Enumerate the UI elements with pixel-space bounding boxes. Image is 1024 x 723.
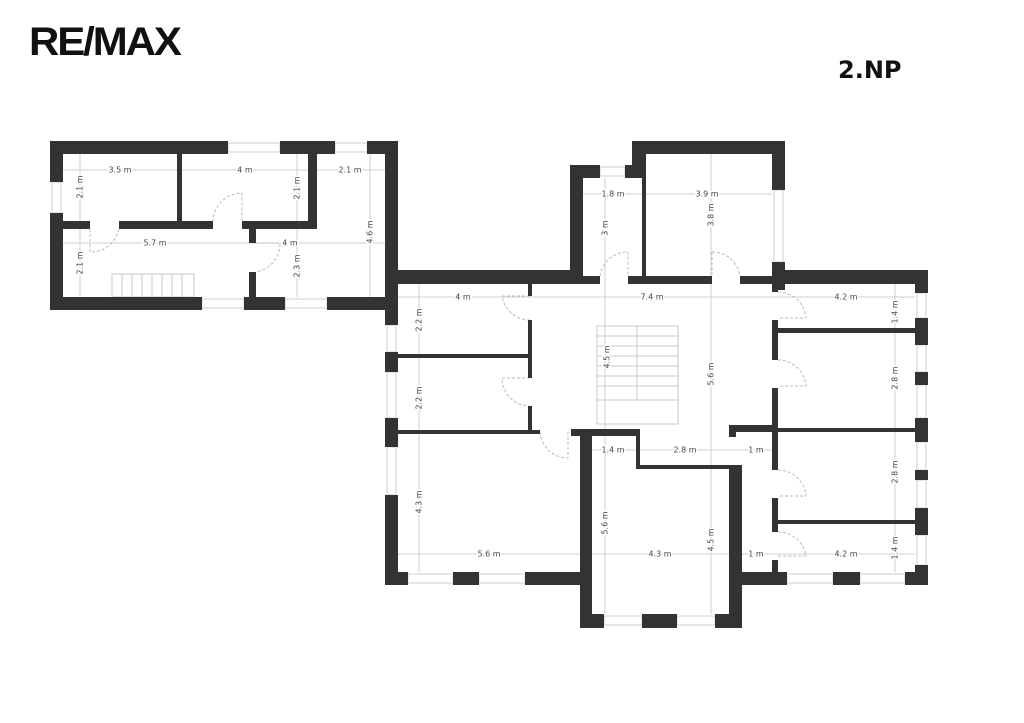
dim-label: 4.6 m <box>366 220 375 243</box>
dim-label: 3.5 m <box>108 166 131 175</box>
dim-label: 1 m <box>748 446 764 455</box>
dim-label: 2.1 m <box>338 166 361 175</box>
dim-label: 2.8 m <box>673 446 696 455</box>
dim-label: 7.4 m <box>640 293 663 302</box>
dim-label: 4.2 m <box>834 293 857 302</box>
dim-label: 4.3 m <box>648 550 671 559</box>
dim-label: 3 m <box>601 220 610 236</box>
dim-label: 4.2 m <box>834 550 857 559</box>
dim-label: 4 m <box>282 239 298 248</box>
dim-label: 2.2 m <box>415 386 424 409</box>
staircase <box>111 273 679 425</box>
dimension-lines <box>63 154 915 614</box>
dim-label: 5.6 m <box>601 511 610 534</box>
dim-label: 1.4 m <box>891 300 900 323</box>
dim-label: 4.3 m <box>415 490 424 513</box>
dim-label: 4.5 m <box>707 528 716 551</box>
dim-label: 5.7 m <box>143 239 166 248</box>
dim-label: 2.1 m <box>76 251 85 274</box>
dim-label: 2.2 m <box>415 308 424 331</box>
dim-label: 5.6 m <box>477 550 500 559</box>
dim-label: 2.1 m <box>76 175 85 198</box>
remax-logo: RE/MAX <box>29 20 182 64</box>
dim-label: 4.5 m <box>603 345 612 368</box>
dim-label: 2.8 m <box>891 460 900 483</box>
dim-label: 2.8 m <box>891 366 900 389</box>
dim-label: 4 m <box>455 293 471 302</box>
dim-label: 3.8 m <box>707 203 716 226</box>
dim-label: 2.3 m <box>293 254 302 277</box>
dim-label: 1 m <box>748 550 764 559</box>
dim-label: 3.9 m <box>695 190 718 199</box>
door-swings <box>89 192 807 557</box>
dim-label: 1.8 m <box>601 190 624 199</box>
dim-label: 1.4 m <box>891 536 900 559</box>
dim-label: 2.1 m <box>293 176 302 199</box>
dimension-labels: 3.5 m 4 m 2.1 m 2.1 m 2.1 m 4.6 m 5.7 m … <box>74 164 901 561</box>
dim-label: 1.4 m <box>601 446 624 455</box>
walls <box>50 141 928 628</box>
dim-label: 4 m <box>237 166 253 175</box>
floor-label: 2.NP <box>838 56 902 84</box>
dim-label: 5.6 m <box>707 362 716 385</box>
